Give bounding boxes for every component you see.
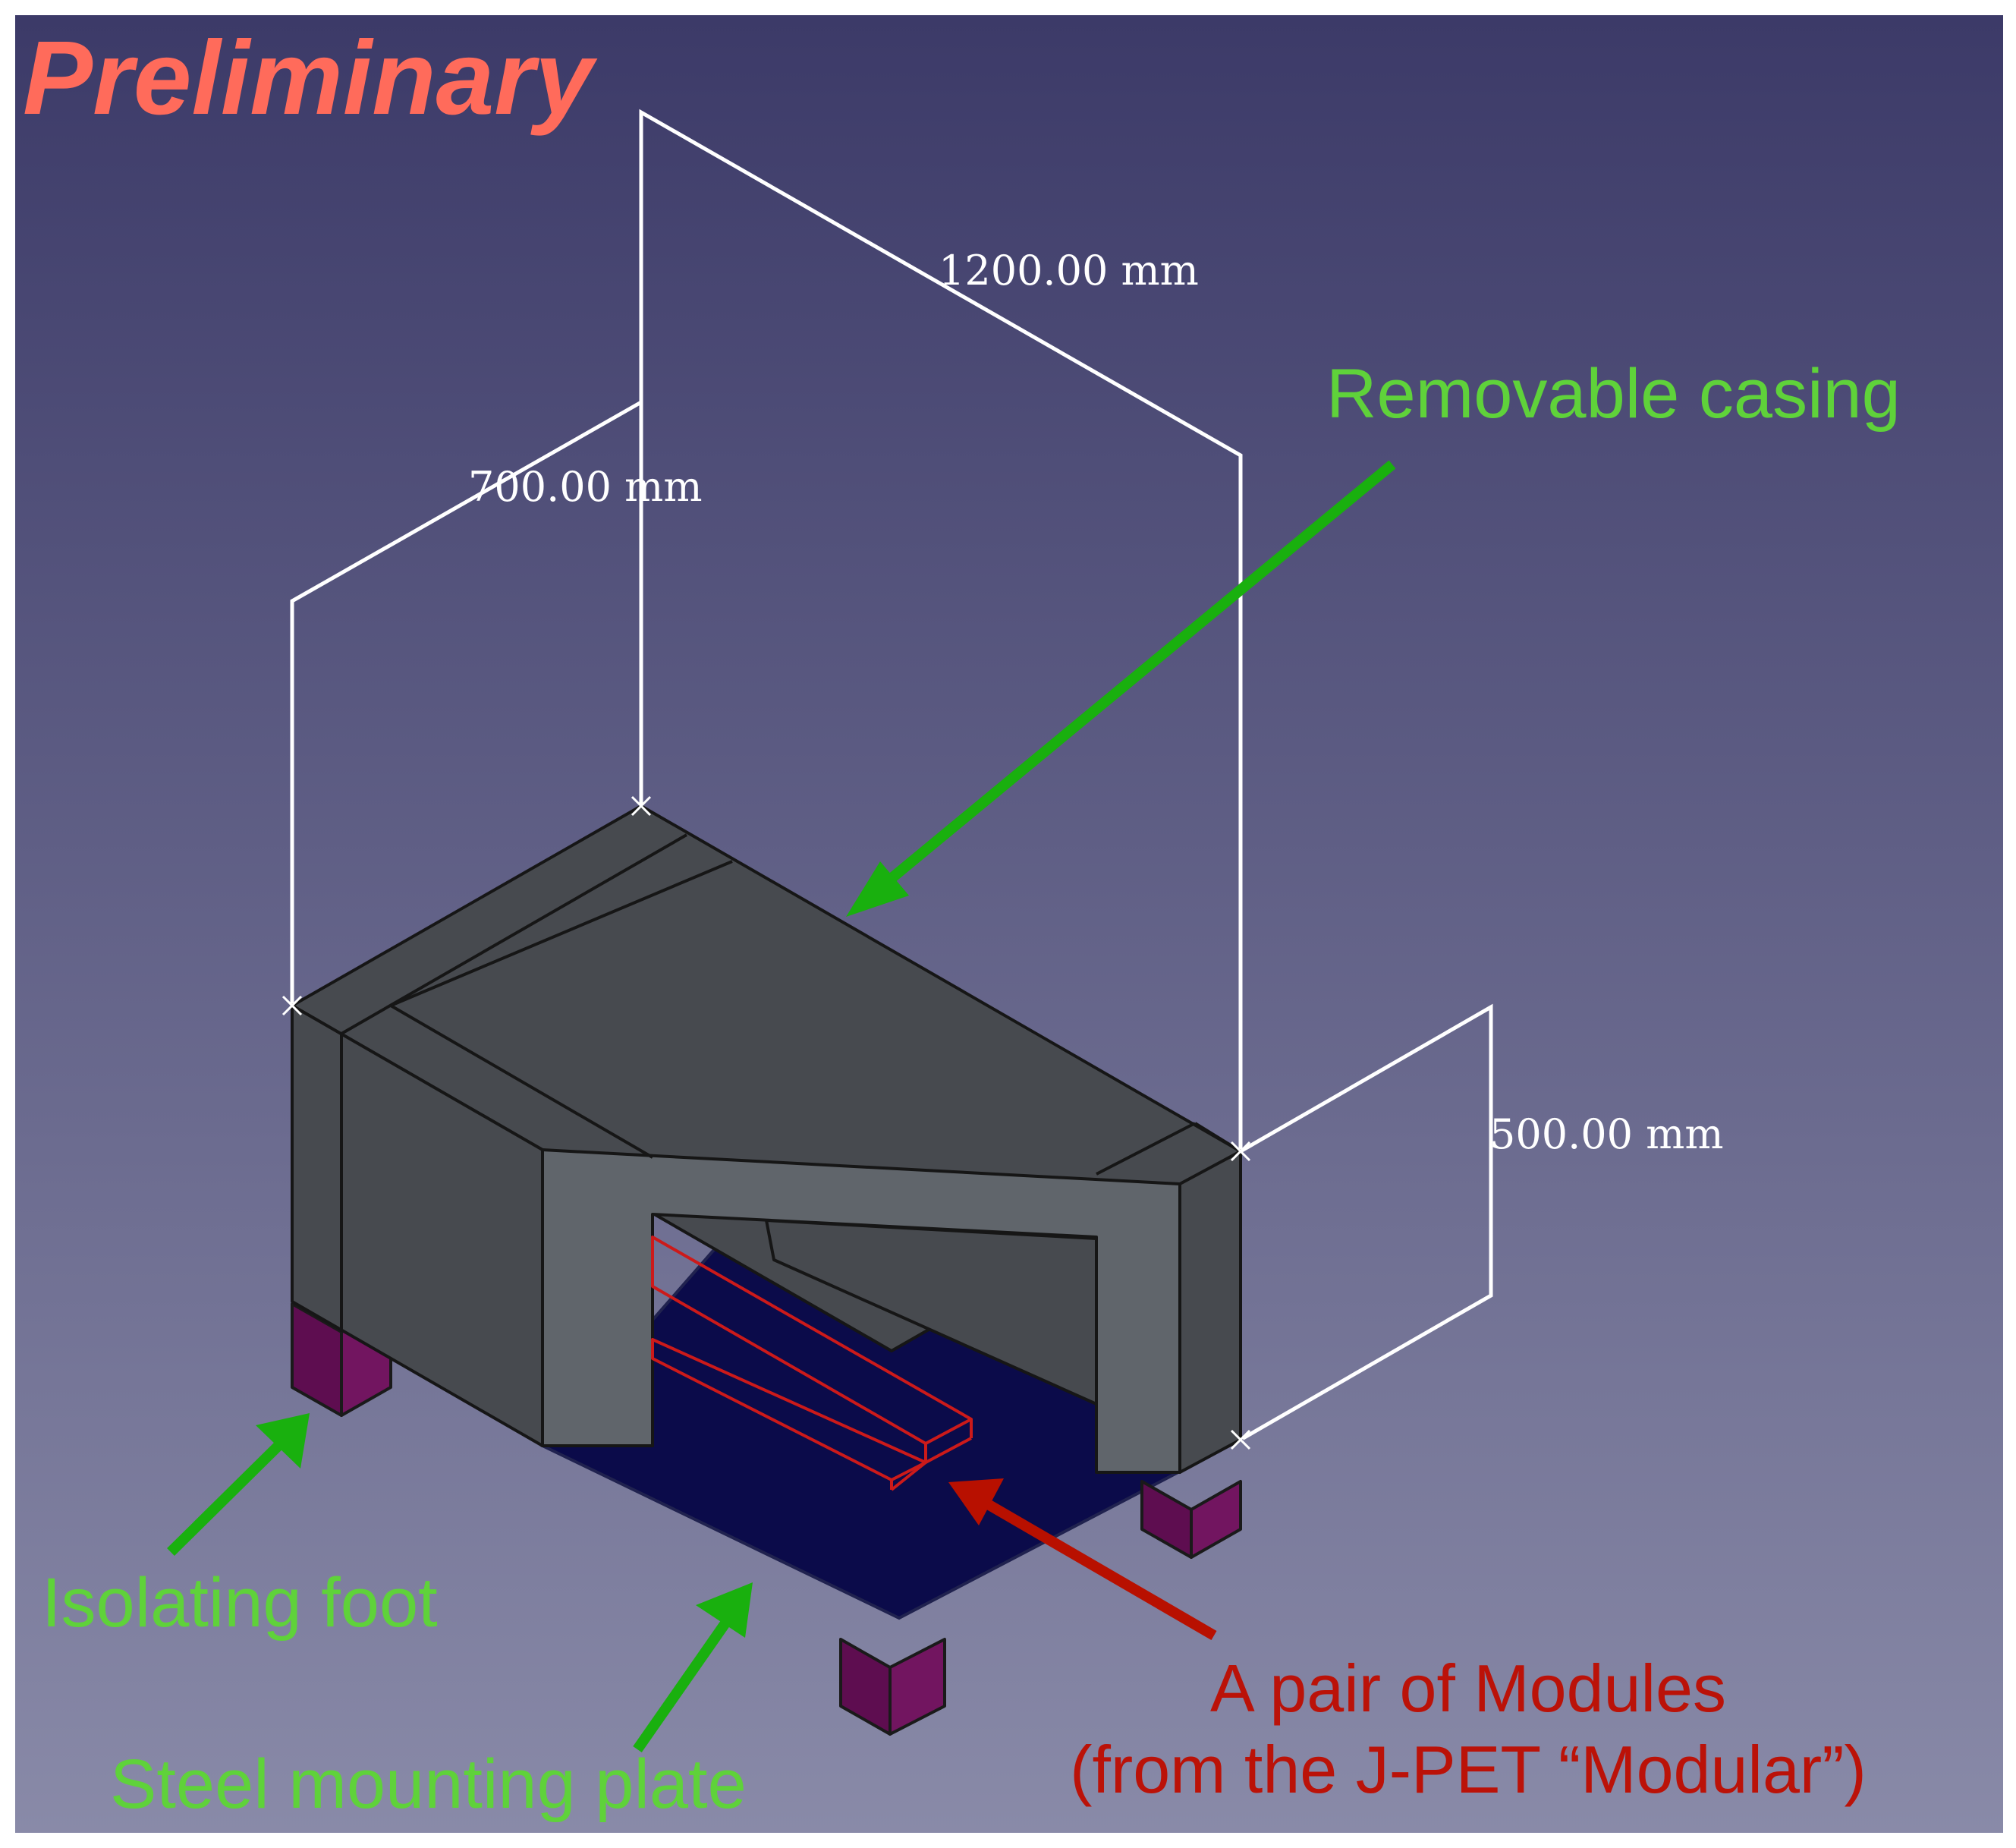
dimension-width: 1200.00 mm xyxy=(939,247,1199,294)
foot-front xyxy=(839,1638,946,1736)
endpoint-mark xyxy=(1230,1141,1251,1162)
dimension-line-width xyxy=(639,109,1243,1151)
casing-right-pillar xyxy=(1178,1150,1242,1474)
module-bar-lower xyxy=(651,1338,927,1491)
dimension-endpoints xyxy=(281,795,1251,1450)
title-preliminary: Preliminary xyxy=(23,20,598,137)
endpoint-mark xyxy=(631,795,652,817)
dimension-lines xyxy=(290,109,1493,1442)
label-modules-line1: A pair of Modules xyxy=(1210,1651,1726,1726)
arrow-foot xyxy=(167,1413,310,1556)
isolating-feet xyxy=(291,1302,1242,1736)
dimension-line-height xyxy=(1239,1003,1493,1442)
endpoint-mark xyxy=(1230,1429,1251,1450)
label-isolating-foot: Isolating foot xyxy=(42,1564,438,1642)
label-steel-mounting-plate: Steel mounting plate xyxy=(110,1746,747,1823)
foot-right xyxy=(1140,1480,1242,1559)
arrow-modules xyxy=(948,1478,1217,1641)
label-modules-line2: (from the J-PET “Modular”) xyxy=(1070,1732,1867,1807)
dimension-height: 500.00 mm xyxy=(1489,1110,1724,1158)
endpoint-mark xyxy=(281,995,303,1016)
module-pair xyxy=(651,1236,973,1491)
module-bar-upper xyxy=(651,1236,973,1464)
label-removable-casing: Removable casing xyxy=(1326,355,1901,433)
dimension-depth: 700.00 mm xyxy=(468,463,703,511)
arrow-plate xyxy=(633,1582,753,1753)
arrow-casing xyxy=(846,460,1396,917)
casing-opening-shadow xyxy=(765,1219,1098,1406)
